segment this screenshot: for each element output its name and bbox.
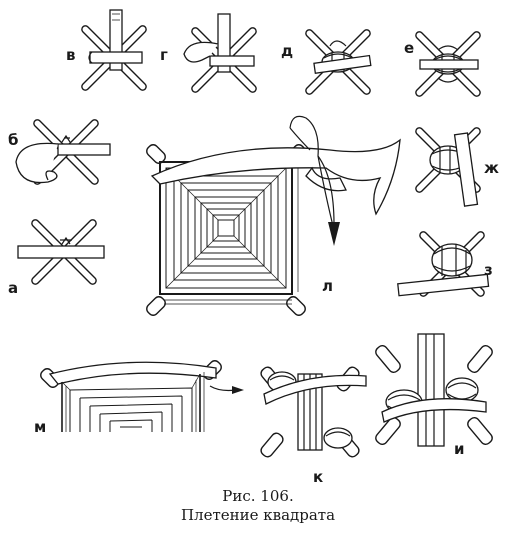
label-e: е [404, 39, 414, 57]
step-d-weave [303, 27, 373, 97]
label-l: л [322, 277, 333, 295]
label-m: м [34, 418, 46, 436]
label-z: з [484, 261, 493, 279]
label-k: к [313, 468, 323, 486]
step-v-weave [79, 9, 149, 93]
caption-title: Плетение квадрата [181, 506, 335, 524]
label-d: д [281, 42, 293, 60]
caption-number: Рис. 106. [222, 487, 293, 505]
step-a-weave [17, 217, 105, 287]
step-g-weave [183, 13, 259, 95]
step-k-weave [260, 366, 367, 458]
step-l-main-square [146, 115, 401, 316]
label-a: а [8, 279, 18, 297]
label-g: г [160, 46, 168, 64]
step-zh-weave [413, 125, 483, 207]
label-b: б [8, 131, 18, 149]
label-zh: ж [484, 159, 499, 177]
step-i-weave [375, 333, 493, 447]
step-m-partial-square [40, 360, 244, 432]
step-b-weave [15, 117, 111, 187]
label-i: и [454, 440, 465, 458]
step-e-weave [413, 29, 483, 99]
step-z-weave [397, 229, 490, 299]
label-v: в [66, 46, 76, 64]
